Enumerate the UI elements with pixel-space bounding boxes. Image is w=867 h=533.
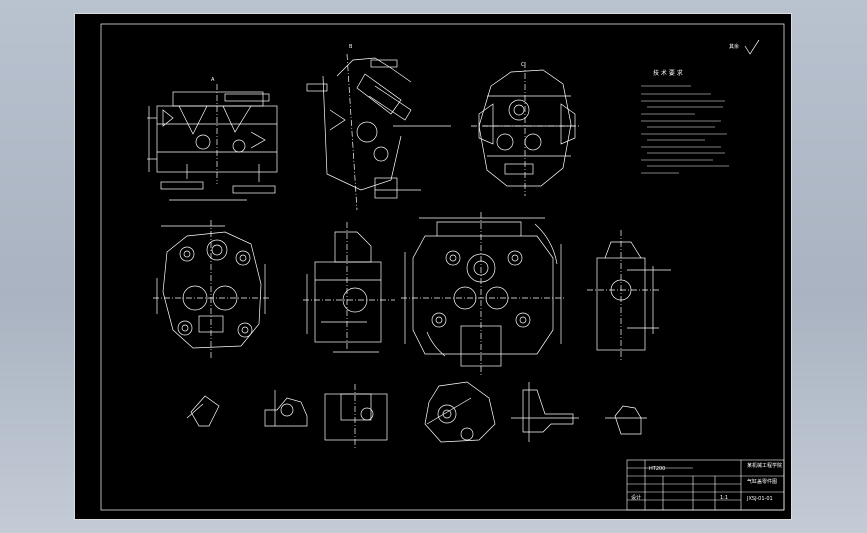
section-label-b: B: [349, 44, 353, 50]
section-label-c: C: [521, 62, 525, 68]
left-view: [153, 220, 271, 360]
technical-requirements-lines: [641, 85, 729, 174]
tech-req-heading: 技 术 要 求: [653, 70, 683, 77]
drawing-sheet[interactable]: 技 术 要 求 其余 A B C 某机械工程学院 HT200 气缸盖零件图 JX…: [74, 13, 792, 520]
title-block-scale: 1:1: [720, 495, 729, 501]
title-block-material: HT200: [649, 466, 666, 472]
title-block-school: 某机械工程学院: [747, 463, 783, 469]
surface-finish-label: 其余: [729, 44, 740, 50]
drawing-canvas: [100, 23, 785, 511]
right-view: [587, 230, 671, 360]
title-block-part-name: 气缸盖零件图: [747, 479, 778, 485]
top-view-c: [471, 62, 581, 196]
main-plan-view: [401, 212, 565, 376]
title-block-designer: 设计: [631, 495, 642, 501]
section-label-a: A: [211, 77, 215, 83]
detail-views: [186, 381, 647, 450]
title-block-grid: [626, 459, 785, 511]
side-view: [303, 222, 395, 353]
surface-finish-icon: [744, 39, 760, 55]
angled-section-view: [306, 53, 451, 211]
drawing-frame: [100, 23, 785, 511]
front-section-view: [147, 84, 278, 201]
title-block-drawing-no: JXSJ-01-01: [747, 496, 773, 502]
